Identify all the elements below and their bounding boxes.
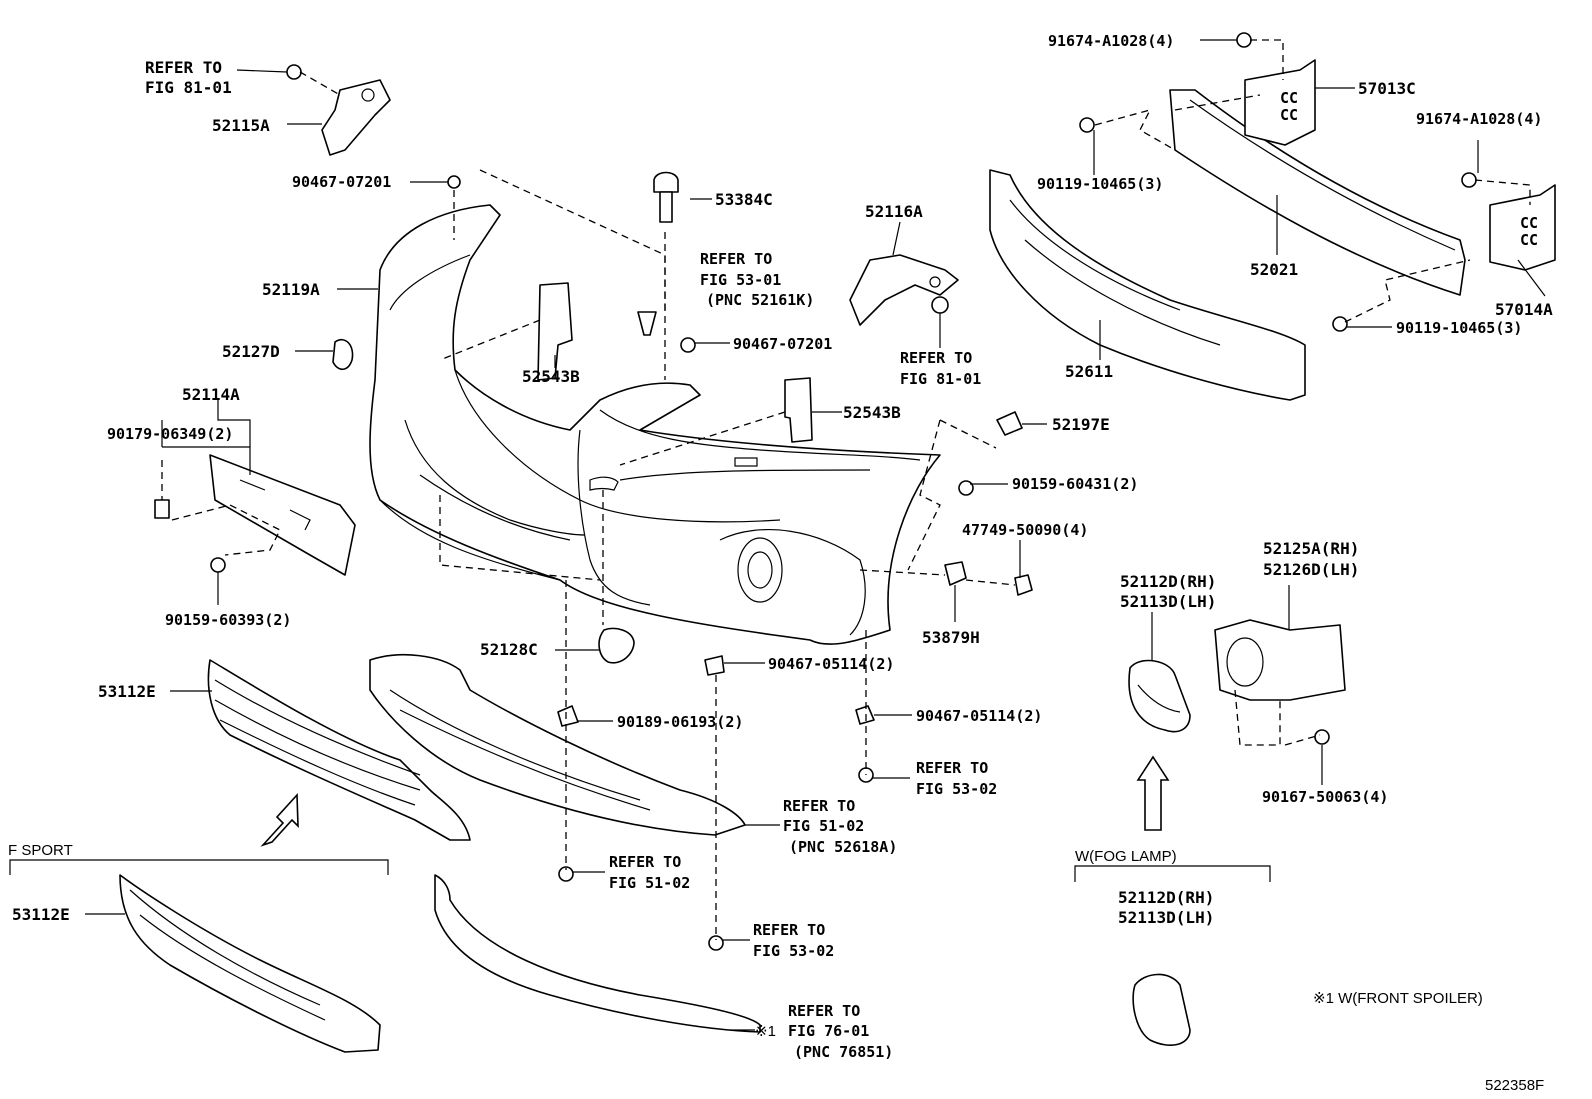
cap-52128C	[598, 627, 635, 664]
retainer-53879H	[944, 561, 967, 586]
label-90167-50063: 90167-50063(4)	[1262, 788, 1388, 806]
label-90467-05114-b: 90467-05114(2)	[916, 707, 1042, 725]
grille-53112E	[207, 659, 471, 841]
label-refer-81-01-b1: REFER TO	[900, 349, 972, 367]
label-52112D-a: 52112D(RH)	[1120, 572, 1216, 591]
label-90467-05114-a: 90467-05114(2)	[768, 655, 894, 673]
absorber-52611	[989, 169, 1306, 401]
label-refer-81-01-b2: FIG 81-01	[900, 370, 981, 388]
label-52113D-a: 52113D(LH)	[1120, 592, 1216, 611]
pad-52543B-right	[784, 377, 813, 443]
grille-53112E-fsport	[119, 874, 381, 1053]
svg-text:CC: CC	[1520, 231, 1538, 249]
fog-bracket-52125A	[1214, 619, 1346, 701]
install-arrow-grille	[260, 793, 299, 847]
label-52543B-a: 52543B	[522, 367, 580, 386]
label-refer-53-01-2: FIG 53-01	[700, 271, 781, 289]
label-refer-76-01-3: (PNC 76851)	[794, 1043, 893, 1061]
assembly-lines	[161, 39, 1531, 940]
label-90467-07201-b: 90467-07201	[733, 335, 832, 353]
leader-lines	[9, 39, 1546, 1031]
svg-text:CC: CC	[1280, 89, 1298, 107]
svg-text:CC: CC	[1520, 214, 1538, 232]
label-refer-81-01-a1: REFER TO	[145, 58, 222, 77]
label-52114A: 52114A	[182, 385, 240, 404]
label-52113D-b: 52113D(LH)	[1118, 908, 1214, 927]
extension-57013C: CC CC	[1244, 59, 1316, 146]
label-90159-60431: 90159-60431(2)	[1012, 475, 1138, 493]
reference-code: 522358F	[1485, 1077, 1544, 1094]
label-90467-07201-a: 90467-07201	[292, 173, 391, 191]
label-90189-06193: 90189-06193(2)	[617, 713, 743, 731]
pad-52543B-left	[537, 282, 573, 381]
label-refer-51-02-a2: FIG 51-02	[783, 817, 864, 835]
fasteners	[154, 32, 1477, 951]
label-52611: 52611	[1065, 362, 1113, 381]
label-52125A: 52125A(RH)	[1263, 539, 1359, 558]
label-53879H: 53879H	[922, 628, 980, 647]
label-47749-50090: 47749-50090(4)	[962, 521, 1088, 539]
extension-57014A: CC CC	[1489, 184, 1556, 271]
label-refer-53-02-a1: REFER TO	[916, 759, 988, 777]
label-91674-b: 91674-A1028(4)	[1416, 110, 1542, 128]
label-90179-06349: 90179-06349(2)	[107, 425, 233, 443]
undercover-52618A	[369, 654, 746, 836]
label-53112E-a: 53112E	[98, 682, 156, 701]
group-label-fog-lamp: W(FOG LAMP)	[1075, 848, 1177, 865]
spoiler-76851	[434, 874, 761, 1033]
label-52128C: 52128C	[480, 640, 538, 659]
label-57014A: 57014A	[1495, 300, 1553, 319]
label-53384C: 53384C	[715, 190, 773, 209]
bracket-52116A	[849, 254, 959, 326]
group-labels: F SPORT W(FOG LAMP) ※1 W(FRONT SPOILER) …	[8, 842, 1544, 1094]
label-52021: 52021	[1250, 260, 1298, 279]
label-refer-51-02-b1: REFER TO	[609, 853, 681, 871]
cap-52127D	[332, 338, 354, 371]
label-refer-53-02-a2: FIG 53-02	[916, 780, 997, 798]
plate-52114A	[209, 454, 356, 576]
svg-text:CC: CC	[1280, 106, 1298, 124]
label-90119-b: 90119-10465(3)	[1396, 319, 1522, 337]
label-52197E: 52197E	[1052, 415, 1110, 434]
label-52115A: 52115A	[212, 116, 270, 135]
label-52116A: 52116A	[865, 202, 923, 221]
install-arrow-fog	[1136, 755, 1170, 831]
label-52543B-b: 52543B	[843, 403, 901, 422]
label-refer-81-01-a2: FIG 81-01	[145, 78, 232, 97]
label-refer-51-02-b2: FIG 51-02	[609, 874, 690, 892]
label-52127D: 52127D	[222, 342, 280, 361]
label-91674-a: 91674-A1028(4)	[1048, 32, 1174, 50]
label-52119A: 52119A	[262, 280, 320, 299]
part-labels: REFER TO FIG 81-01 52115A 90467-07201 53…	[12, 32, 1553, 1061]
label-refer-53-02-b1: REFER TO	[753, 921, 825, 939]
label-note-mark: ※1	[755, 1023, 776, 1040]
front-bumper-cover	[369, 204, 941, 645]
group-label-f-sport: F SPORT	[8, 842, 73, 859]
bracket-52115A	[321, 79, 391, 156]
label-refer-53-01-3: (PNC 52161K)	[706, 291, 814, 309]
label-refer-53-01-1: REFER TO	[700, 250, 772, 268]
fog-cover-52112D	[1128, 659, 1191, 733]
label-53112E-b: 53112E	[12, 905, 70, 924]
label-90119-a: 90119-10465(3)	[1037, 175, 1163, 193]
label-refer-53-02-b2: FIG 53-02	[753, 942, 834, 960]
label-refer-76-01-1: REFER TO	[788, 1002, 860, 1020]
label-57013C: 57013C	[1358, 79, 1416, 98]
label-refer-51-02-a1: REFER TO	[783, 797, 855, 815]
label-52112D-b: 52112D(RH)	[1118, 888, 1214, 907]
label-52126D: 52126D(LH)	[1263, 560, 1359, 579]
label-refer-76-01-2: FIG 76-01	[788, 1022, 869, 1040]
fog-cover-52112D-fog	[1132, 973, 1191, 1046]
label-refer-51-02-a3: (PNC 52618A)	[789, 838, 897, 856]
label-90159-60393: 90159-60393(2)	[165, 611, 291, 629]
note-front-spoiler: ※1 W(FRONT SPOILER)	[1313, 990, 1483, 1007]
arrows	[260, 755, 1170, 847]
